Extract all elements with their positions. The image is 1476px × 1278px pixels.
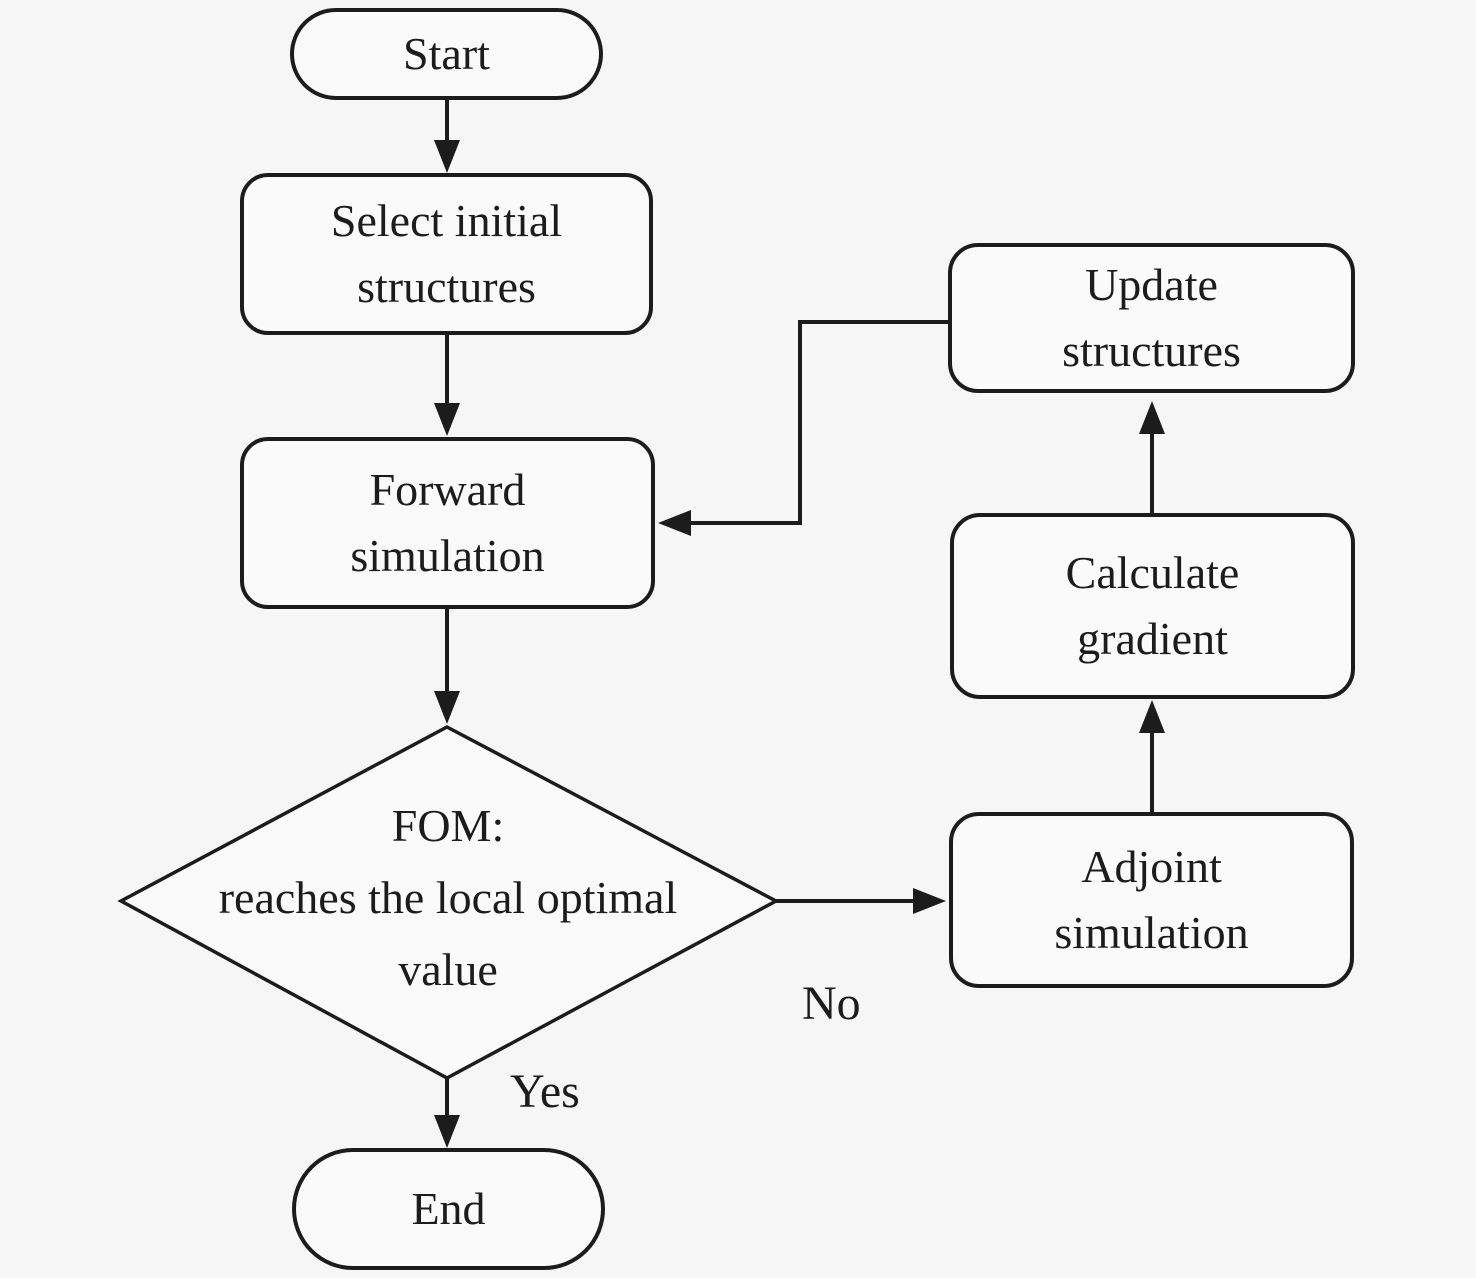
node-calculate-gradient-label-line2: gradient — [1077, 613, 1228, 664]
node-adjoint-simulation: Adjoint simulation — [949, 812, 1354, 988]
node-start-label: Start — [403, 28, 490, 79]
node-decision-fom-label-line2: reaches the local optimal — [218, 872, 678, 923]
node-forward-simulation-label-line2: simulation — [350, 530, 545, 581]
node-decision-fom: FOM: reaches the local optimal value — [138, 792, 758, 1004]
node-select-initial-structures: Select initial structures — [240, 173, 653, 335]
branch-label-yes: Yes — [510, 1065, 580, 1118]
arrow-update-to-forward — [691, 320, 948, 525]
arrowhead-decision-to-end — [434, 1115, 460, 1148]
node-forward-simulation-label-line1: Forward — [369, 464, 526, 515]
arrowhead-adjoint-to-calculate — [1139, 700, 1165, 733]
node-decision-fom-label-line1: FOM: — [391, 800, 505, 851]
node-update-structures: Update structures — [948, 243, 1355, 393]
node-select-initial-structures-label-line1: Select initial — [330, 195, 563, 246]
arrowhead-start-to-select — [434, 140, 460, 173]
node-adjoint-simulation-label-line1: Adjoint — [1081, 841, 1222, 892]
node-end-label: End — [411, 1183, 486, 1234]
arrowhead-decision-to-adjoint — [913, 888, 946, 914]
node-decision-fom-label-line3: value — [398, 944, 498, 995]
node-start: Start — [290, 8, 603, 100]
arrowhead-calculate-to-update — [1139, 401, 1165, 434]
node-update-structures-label-line1: Update — [1085, 259, 1218, 310]
node-end: End — [292, 1148, 605, 1270]
branch-label-no: No — [802, 977, 861, 1030]
node-calculate-gradient: Calculate gradient — [950, 513, 1355, 699]
node-calculate-gradient-label-line1: Calculate — [1065, 547, 1240, 598]
node-adjoint-simulation-label-line2: simulation — [1054, 907, 1249, 958]
node-update-structures-label-line2: structures — [1062, 325, 1241, 376]
arrowhead-select-to-forward — [434, 403, 460, 436]
arrowhead-forward-to-decision — [434, 691, 460, 724]
node-forward-simulation: Forward simulation — [240, 437, 655, 609]
node-select-initial-structures-label-line2: structures — [357, 261, 536, 312]
arrowhead-update-to-forward — [658, 510, 691, 536]
